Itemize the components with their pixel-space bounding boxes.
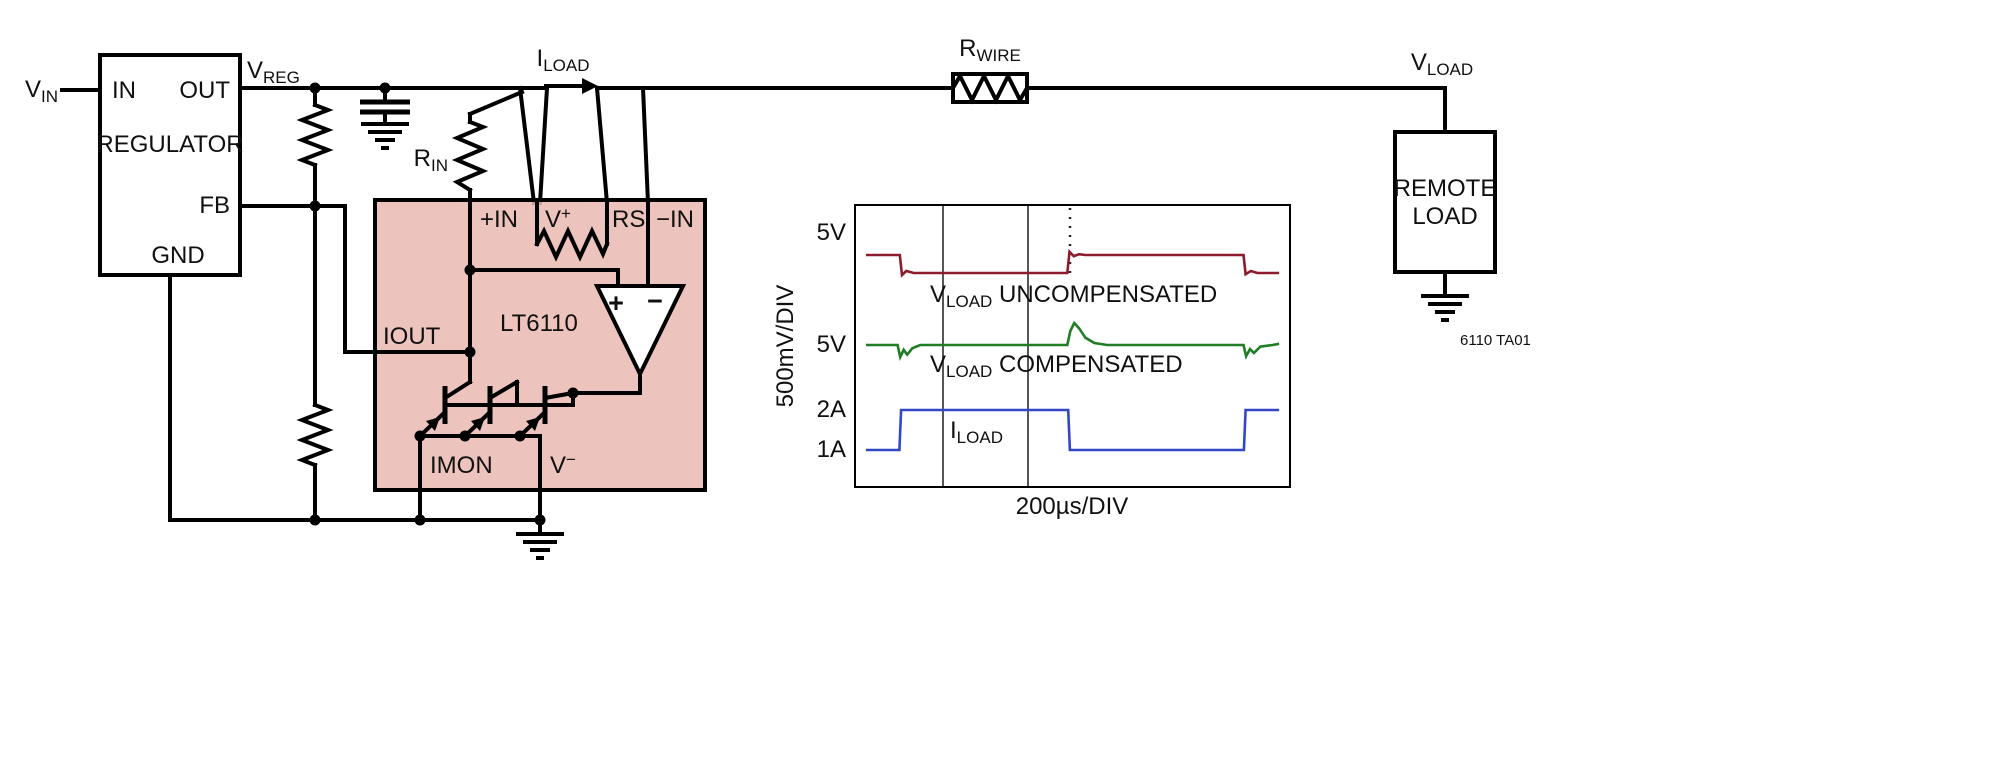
junction-dot	[379, 82, 391, 94]
chip-pin-imon-label: IMON	[430, 452, 493, 479]
remote-load-label-line2: LOAD	[1412, 203, 1477, 230]
scope-level-label-1a: 1A	[817, 436, 846, 463]
rwire-label: RWIRE	[959, 35, 1021, 65]
scope-trace-2	[865, 320, 1280, 361]
transistor-mirror	[417, 379, 576, 439]
scope-trace-3	[865, 408, 1280, 452]
opamp: + −	[593, 284, 687, 379]
iload-arrow-icon	[544, 78, 598, 94]
figure-note: 6110 TA01	[1460, 332, 1531, 349]
scope-trace1-label: VLOAD UNCOMPENSATED	[930, 281, 1217, 311]
gnd-symbol-cap	[361, 122, 409, 150]
scope-traces	[865, 248, 1280, 452]
transistor-q2	[462, 379, 520, 439]
ground-symbols	[361, 122, 1469, 560]
junction-dot	[309, 82, 321, 94]
vload-label: VLOAD	[1411, 49, 1473, 79]
scope-level-label-2a: 2A	[817, 396, 846, 423]
scope-level-label-5v-comp: 5V	[817, 331, 846, 358]
funnel-rs-edge	[594, 85, 610, 206]
scope-trace2-label: VLOAD COMPENSATED	[930, 351, 1183, 381]
rwire-component	[950, 71, 1030, 105]
regulator-pin-fb-label: FB	[199, 192, 230, 219]
chip-pin-vplus-label: V+	[545, 204, 571, 233]
remote-load-label-line1: REMOTE	[1394, 175, 1497, 202]
resistor-divider-upper	[296, 102, 334, 168]
remote-load-block: REMOTE LOAD	[1393, 130, 1497, 274]
junction-dots	[309, 82, 579, 526]
scope-xlabel: 200µs/DIV	[1016, 493, 1129, 520]
q1-emitter-arrow-icon	[426, 417, 440, 431]
wire-to-remote-load	[1025, 86, 1447, 134]
chip-pin-minusin-label: −IN	[656, 206, 694, 233]
junction-dot	[309, 200, 321, 212]
opamp-minus-sign: −	[647, 286, 663, 316]
scope-ylabel: 500mV/DIV	[772, 285, 799, 408]
junction-dot	[464, 346, 476, 358]
opamp-triangle	[593, 284, 687, 379]
scope-trace-1	[865, 248, 1280, 278]
wire-rin-top-diagonal	[467, 89, 525, 117]
gnd-symbol-remote	[1421, 294, 1469, 322]
regulator-box	[98, 53, 242, 277]
junction-dot	[514, 430, 526, 442]
junction-dot	[459, 430, 471, 442]
q2-emitter-arrow-icon	[471, 417, 485, 431]
q3-emitter-arrow-icon	[526, 417, 540, 431]
chip-pin-vminus-label: V−	[550, 450, 576, 479]
iload-label: ILOAD	[537, 45, 590, 75]
junction-dot	[414, 514, 426, 526]
junction-dot	[309, 514, 321, 526]
transistor-q3	[517, 386, 576, 439]
resistor-rin	[451, 119, 489, 193]
opamp-plus-sign: +	[608, 288, 624, 318]
wire-amp-output2	[571, 372, 642, 395]
regulator-pin-out-label: OUT	[179, 77, 230, 104]
funnel-minusin-edge	[640, 85, 651, 206]
chip-pin-rs-label: RS	[612, 206, 645, 233]
chip-name-label: LT6110	[500, 310, 578, 337]
iload-arrow-head	[582, 78, 598, 94]
junction-dot	[534, 514, 546, 526]
regulator-pin-gnd-label: GND	[151, 242, 204, 269]
rwire-zigzag	[950, 71, 1030, 105]
chip-pin-plusin-label: +IN	[480, 206, 518, 233]
chip-pin-iout-label: IOUT	[383, 323, 441, 350]
net-labels: VIN VREG ILOAD RIN RWIRE VLOAD	[25, 35, 1473, 175]
gnd-symbol-main	[516, 532, 564, 560]
junction-dot	[464, 264, 476, 276]
junction-dot	[567, 387, 579, 399]
scope-level-label-5v-uncomp: 5V	[817, 219, 846, 246]
scope-trace3-label: ILOAD	[950, 417, 1003, 447]
chip-labels: +IN V+ RS −IN LT6110 IOUT IMON V−	[383, 204, 694, 479]
vreg-label: VREG	[247, 57, 300, 87]
regulator-block: IN OUT REGULATOR FB GND	[96, 53, 244, 277]
funnel-vplus-left-edge	[517, 85, 537, 206]
wire-amp-plus-input2	[468, 268, 620, 288]
junction-dot	[414, 430, 426, 442]
resistor-sense-internal2	[534, 226, 610, 262]
remote-load-box	[1393, 130, 1497, 274]
rin-label: RIN	[414, 145, 448, 175]
funnel-vplus-right-edge	[537, 85, 550, 206]
transistor-q1	[417, 379, 473, 439]
vin-label: VIN	[25, 76, 58, 106]
regulator-name-label: REGULATOR	[96, 131, 243, 158]
resistor-divider-lower	[296, 402, 334, 468]
regulator-pin-in-label: IN	[112, 77, 136, 104]
q2-collector	[487, 379, 520, 401]
q1-collector	[442, 379, 473, 401]
scope-plot: 5V 5V 2A 1A 500mV/DIV 200µs/DIV VLOAD UN…	[772, 204, 1291, 520]
